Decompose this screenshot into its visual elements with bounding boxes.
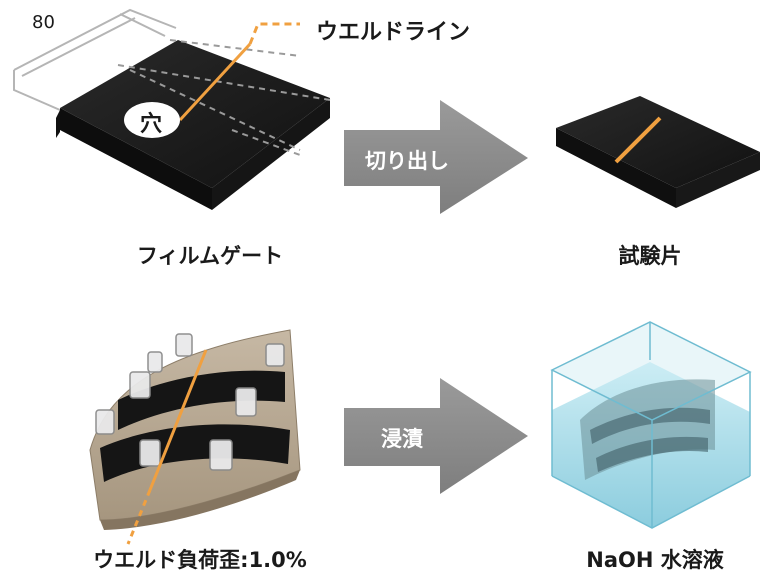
cut-out-label: 切り出し (365, 149, 449, 173)
film-gate-plate (56, 40, 330, 210)
dimension-label: 80 (32, 12, 55, 33)
naoh-solution-label: NaOH 水溶液 (586, 548, 724, 572)
cut-out-arrow (344, 100, 528, 214)
hole-label: 穴 (140, 112, 163, 137)
cut-dashed-lines (117, 39, 331, 156)
weld-line-label: ウエルドライン (316, 20, 471, 45)
weld-strain-label: ウエルド負荷歪:1.0% (93, 548, 307, 572)
test-piece-bar (556, 96, 760, 208)
immersion-arrow (344, 378, 528, 494)
test-piece-label: 試験片 (618, 244, 682, 268)
hole-marker (124, 102, 180, 138)
immersion-label: 浸漬 (381, 427, 423, 451)
film-gate-label: フィルムゲート (136, 244, 284, 268)
naoh-tank (550, 321, 752, 529)
weld-line-on-plate (178, 42, 252, 122)
strain-fixture (89, 329, 301, 545)
weld-line-leader (248, 22, 300, 45)
